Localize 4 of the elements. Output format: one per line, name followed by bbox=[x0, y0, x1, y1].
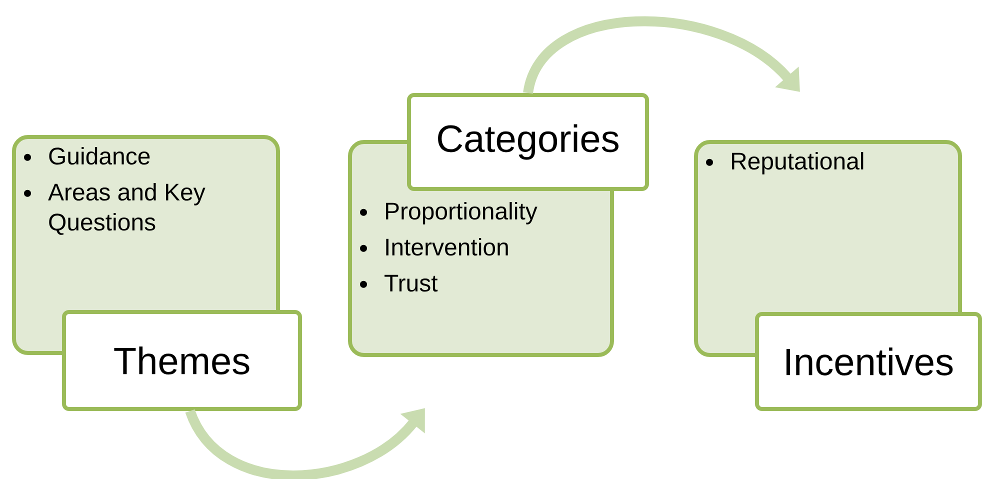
title-box: Categories bbox=[407, 93, 649, 191]
title-box: Themes bbox=[62, 310, 302, 411]
curved-arrow bbox=[523, 16, 800, 94]
title-box: Incentives bbox=[755, 312, 982, 411]
